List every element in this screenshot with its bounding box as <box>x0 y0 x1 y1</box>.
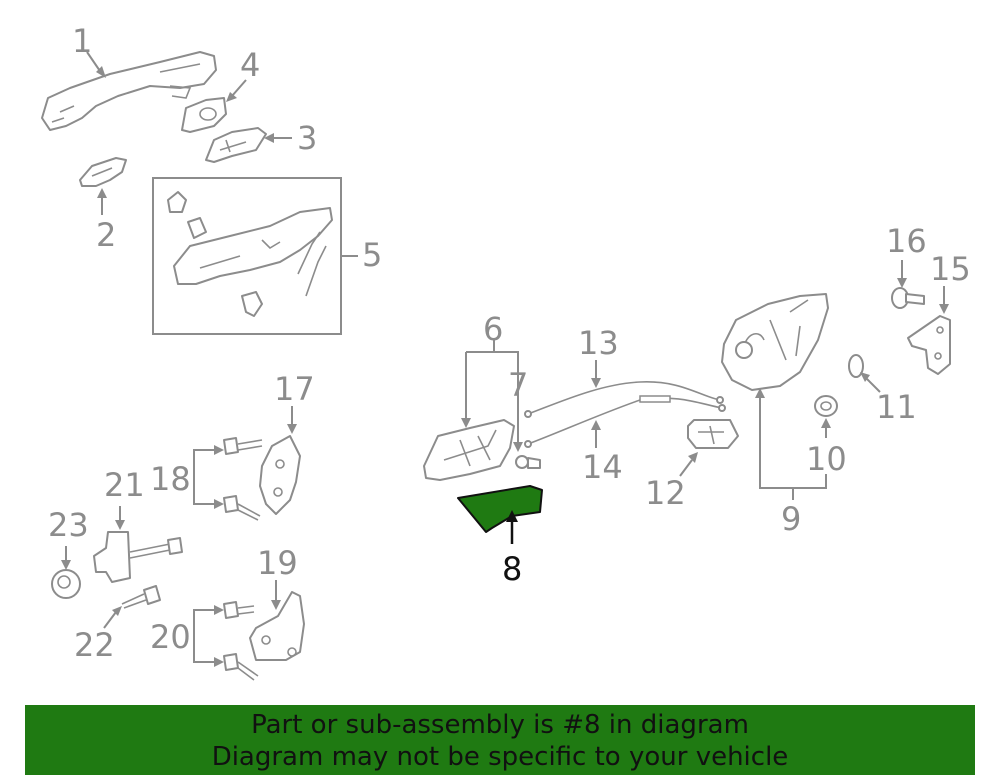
callout-16: 16 <box>886 222 927 260</box>
arrowhead-18b <box>214 499 224 509</box>
part-9-door-lock-assembly[interactable] <box>721 293 829 391</box>
part-20-bolts[interactable] <box>223 601 259 681</box>
arrowhead-15 <box>939 304 949 314</box>
part-12-protector[interactable] <box>687 419 739 449</box>
arrowhead-2 <box>97 188 107 198</box>
banner-line-2: Diagram may not be specific to your vehi… <box>211 742 789 772</box>
arrowhead-18a <box>214 445 224 455</box>
leader-22 <box>103 611 117 629</box>
part-2-handle-bezel[interactable] <box>79 157 127 187</box>
callout-10: 10 <box>806 440 847 478</box>
part-22-bolt[interactable] <box>121 585 161 609</box>
arrowhead-9 <box>755 388 765 398</box>
part-8-highlighted[interactable] <box>457 485 543 533</box>
leader-6 <box>465 340 519 420</box>
part-18-bolts[interactable] <box>223 437 263 521</box>
callout-4: 4 <box>240 46 260 84</box>
callout-3: 3 <box>297 119 317 157</box>
arrowhead-6 <box>461 418 471 428</box>
arrowhead-3 <box>264 133 274 143</box>
part-7-clip[interactable] <box>515 455 541 469</box>
callout-1: 1 <box>72 22 92 60</box>
arrowhead-4 <box>226 92 237 102</box>
callout-23: 23 <box>48 506 89 544</box>
leader-11 <box>865 377 881 393</box>
arrowhead-22 <box>112 606 122 616</box>
part-6-inside-handle[interactable] <box>423 419 515 481</box>
part-23-nut[interactable] <box>51 569 81 599</box>
callout-7: 7 <box>508 366 528 404</box>
part-15-striker[interactable] <box>907 315 951 375</box>
arrowhead-21 <box>115 520 125 530</box>
callout-15: 15 <box>930 250 971 288</box>
parts-diagram: 1 2 3 4 5 6 7 8 9 10 11 12 13 14 15 16 1… <box>41 22 971 681</box>
arrowhead-10 <box>821 418 831 428</box>
callout-19: 19 <box>257 544 298 582</box>
callout-9: 9 <box>781 500 801 538</box>
leader-20 <box>193 609 216 663</box>
arrowhead-20b <box>214 657 224 667</box>
callout-5: 5 <box>362 236 382 274</box>
callout-12: 12 <box>645 474 686 512</box>
arrowhead-13 <box>591 378 601 388</box>
arrowhead-7 <box>513 442 523 452</box>
arrowhead-17 <box>287 424 297 434</box>
info-banner: Part or sub-assembly is #8 in diagram Di… <box>25 705 975 775</box>
callout-22: 22 <box>74 626 115 664</box>
callout-8: 8 <box>502 550 522 588</box>
callout-6: 6 <box>483 310 503 348</box>
arrowhead-20a <box>214 605 224 615</box>
leader-18 <box>193 449 216 505</box>
part-21-door-check[interactable] <box>93 531 183 583</box>
part-17-upper-hinge[interactable] <box>259 435 301 515</box>
leader-4 <box>231 79 247 97</box>
banner-line-1: Part or sub-assembly is #8 in diagram <box>251 710 749 740</box>
part-14-cable[interactable] <box>524 395 726 448</box>
arrowhead-19 <box>271 600 281 610</box>
arrowhead-23 <box>61 560 71 570</box>
callout-14: 14 <box>582 448 623 486</box>
arrowhead-16 <box>897 278 907 288</box>
callout-20: 20 <box>150 618 191 656</box>
callout-13: 13 <box>578 324 619 362</box>
callout-17: 17 <box>274 370 315 408</box>
part-10-grommet[interactable] <box>814 395 838 417</box>
part-16-screw[interactable] <box>891 287 925 309</box>
arrowhead-8 <box>506 510 518 522</box>
arrowhead-14 <box>591 420 601 430</box>
part-13-cable[interactable] <box>524 381 724 418</box>
leader-12 <box>679 459 693 477</box>
arrowhead-12 <box>688 452 698 463</box>
callout-18: 18 <box>150 460 191 498</box>
callout-21: 21 <box>104 466 145 504</box>
callout-11: 11 <box>876 388 917 426</box>
arrowhead-1 <box>96 66 106 78</box>
arrowhead-11 <box>860 372 870 382</box>
part-1-outside-handle[interactable] <box>41 51 217 131</box>
part-4-cover[interactable] <box>181 97 227 133</box>
part-19-lower-hinge[interactable] <box>249 591 305 661</box>
part-3-cap[interactable] <box>205 127 267 163</box>
part-5-handle-frame-assembly[interactable] <box>152 177 342 335</box>
leader-9 <box>759 396 827 500</box>
callout-2: 2 <box>96 216 116 254</box>
part-11-seal[interactable] <box>848 354 864 378</box>
